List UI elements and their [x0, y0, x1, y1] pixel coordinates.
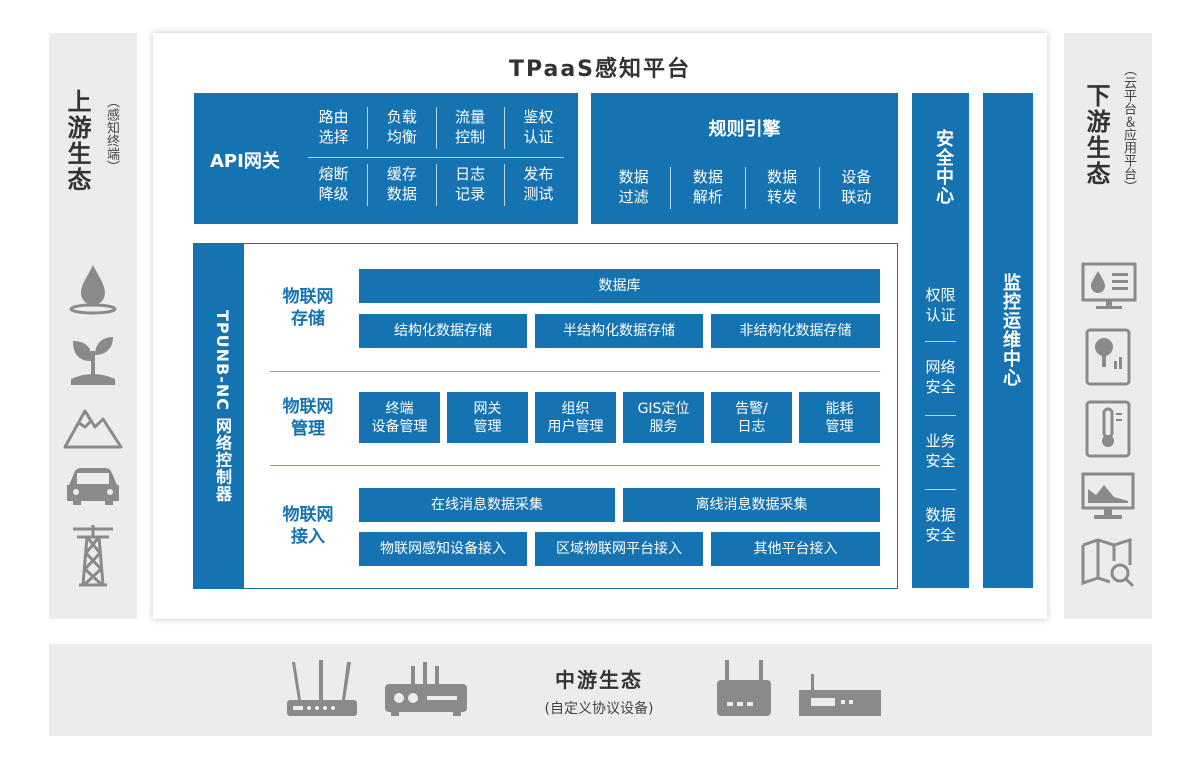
security-divider-2	[925, 415, 956, 416]
regional-platform-access-cell: 区域物联网平台接入	[535, 532, 703, 566]
downstream-panel: 下游生态 （云平台＆应用平台）	[1064, 33, 1152, 619]
upstream-panel: 上游生态 （感知终端）	[49, 33, 137, 619]
api-gateway-row1: 路由 选择 负载 均衡 流量 控制 鉴权 认证	[300, 107, 572, 149]
security-divider-1	[925, 341, 956, 342]
platform-title: TPaaS感知平台	[508, 57, 692, 82]
rule-engine-title: 规则引擎	[708, 119, 781, 140]
online-collect-cell: 在线消息数据采集	[359, 488, 615, 522]
storage-label: 物联网 存储	[282, 287, 334, 329]
api-gateway-row2: 熔断 降级 缓存 数据 日志 记录 发布 测试	[300, 164, 572, 206]
api-gateway-title: API网关	[210, 151, 280, 172]
router-icon	[287, 660, 357, 716]
device-link-item: 设备 联动	[818, 167, 893, 209]
data-filter-item: 数据 过滤	[618, 168, 649, 206]
security-center-block: 安全中心 权限 认证 网络 安全 业务 安全 数据 安全	[912, 93, 969, 588]
midstream-title: 中游生态	[555, 668, 643, 692]
permission-auth-item: 权限 认证	[925, 286, 956, 324]
thermometer-icon	[1085, 400, 1131, 458]
route-select-item: 路由 选择	[318, 108, 349, 146]
midstream-subtitle: (自定义协议设备)	[544, 701, 654, 717]
gis-service-cell: GIS定位 服务	[623, 392, 704, 443]
power-tower-icon	[73, 525, 113, 587]
gateway-icon	[385, 662, 467, 716]
access-label: 物联网 接入	[282, 505, 334, 547]
network-controller-bar: TPUNB-NC 网络控制器	[194, 244, 244, 588]
gateway-mgmt-cell: 网关 管理	[447, 392, 528, 443]
upstream-subtitle: （感知终端）	[104, 95, 119, 173]
plant-icon	[71, 337, 115, 385]
load-balance-item: 负载 均衡	[367, 107, 435, 149]
release-test-item: 发布 测试	[503, 164, 572, 206]
rule-engine-items: 数据 过滤 数据 解析 数据 转发 设备 联动	[597, 167, 893, 209]
terminal-device-mgmt-cell: 终端 设备管理	[359, 392, 440, 443]
circuit-break-item: 熔断 降级	[318, 165, 349, 203]
org-user-mgmt-cell: 组织 用户管理	[535, 392, 616, 443]
offline-collect-cell: 离线消息数据采集	[623, 488, 880, 522]
upstream-title: 上游生态	[63, 89, 91, 193]
tablet-tree-icon	[1085, 328, 1131, 386]
other-platform-access-cell: 其他平台接入	[711, 532, 880, 566]
semi-structured-storage-cell: 半结构化数据存储	[535, 314, 703, 348]
downstream-subtitle: （云平台＆应用平台）	[1121, 63, 1136, 193]
business-security-item: 业务 安全	[925, 432, 956, 470]
modem-icon	[717, 660, 771, 716]
rule-engine-block: 规则引擎 数据 过滤 数据 解析 数据 转发 设备 联动	[591, 93, 898, 224]
unstructured-storage-cell: 非结构化数据存储	[711, 314, 880, 348]
map-search-icon	[1081, 537, 1135, 588]
auth-item: 鉴权 认证	[503, 107, 572, 149]
data-security-item: 数据 安全	[925, 506, 956, 544]
api-gateway-divider	[308, 157, 564, 158]
database-cell: 数据库	[359, 269, 880, 303]
mountain-icon	[63, 409, 123, 449]
iot-sensor-access-cell: 物联网感知设备接入	[359, 532, 527, 566]
chart-monitor-icon	[1081, 472, 1135, 519]
row-divider-1	[270, 371, 880, 372]
flow-control-item: 流量 控制	[435, 107, 504, 149]
terminal-device-icon	[799, 674, 881, 716]
ops-center-title: 监控运维中心	[1000, 273, 1021, 387]
car-icon	[67, 468, 119, 505]
log-record-item: 日志 记录	[435, 164, 504, 206]
energy-mgmt-cell: 能耗 管理	[799, 392, 880, 443]
structured-storage-cell: 结构化数据存储	[359, 314, 527, 348]
network-security-item: 网络 安全	[925, 358, 956, 396]
water-drop-icon	[69, 265, 117, 315]
api-gateway-block: API网关 路由 选择 负载 均衡 流量 控制 鉴权 认证 熔断 降级 缓存 数…	[194, 93, 578, 224]
monitor-dashboard-icon	[1081, 262, 1137, 309]
row-divider-2	[270, 465, 880, 466]
alarm-log-cell: 告警/ 日志	[711, 392, 792, 443]
midstream-panel: 中游生态 (自定义协议设备)	[49, 644, 1152, 736]
network-controller-title: TPUNB-NC 网络控制器	[213, 310, 232, 503]
downstream-title: 下游生态	[1082, 83, 1110, 187]
data-forward-item: 数据 转发	[744, 167, 819, 209]
ops-center-block: 监控运维中心	[983, 93, 1033, 588]
security-center-title: 安全中心	[933, 129, 954, 205]
data-parse-item: 数据 解析	[670, 167, 744, 209]
management-label: 物联网 管理	[282, 397, 334, 439]
cache-data-item: 缓存 数据	[367, 164, 435, 206]
security-divider-3	[925, 489, 956, 490]
